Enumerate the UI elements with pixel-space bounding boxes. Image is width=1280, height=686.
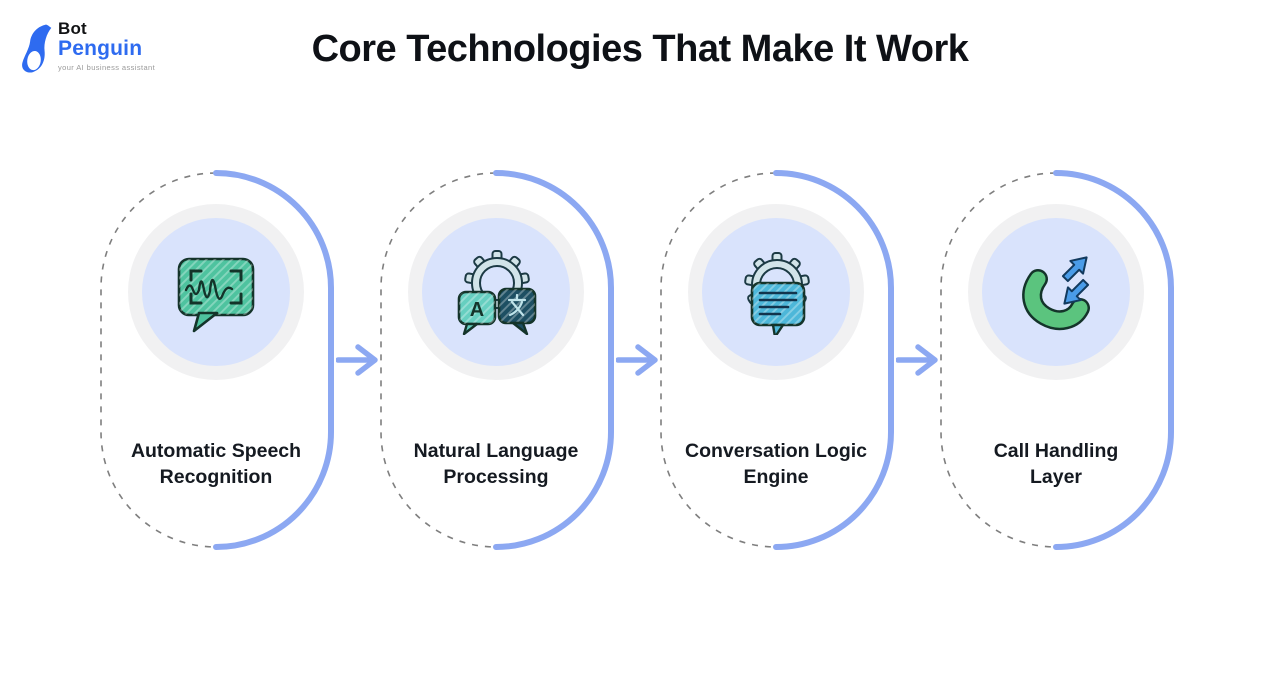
logo-tagline: your AI business assistant [58,63,156,72]
pill-border [940,170,1174,550]
icon-ring: A [408,204,584,380]
logo-text-penguin: Penguin [58,37,143,60]
phone-transfer-arrows-icon [1022,250,1094,331]
page-title: Core Technologies That Make It Work [311,28,969,70]
step-card-conversation-logic-engine: Conversation Logic Engine [658,170,894,550]
flow-arrow-icon [616,344,658,376]
logo-text-bot: Bot [58,19,87,38]
pill-border [380,170,614,550]
pill-border [100,170,334,550]
language-gear-bubbles-icon: A [457,250,537,335]
speech-waveform-icon [177,257,255,333]
icon-ring [688,204,864,380]
step-label: Automatic Speech Recognition [130,440,302,488]
step-card-call-handling-layer: Call Handling Layer [938,170,1174,550]
pill-border [660,170,894,550]
icon-circle [702,218,850,366]
icon-ring [968,204,1144,380]
gear-chat-icon [743,252,811,335]
flow-arrow-icon [336,344,378,376]
step-label: Call Handling Layer [993,440,1119,488]
icon-circle [142,218,290,366]
penguin-icon [22,24,52,73]
step-card-natural-language-processing: A Natural Language Processing [378,170,614,550]
step-label: Natural Language Processing [413,440,579,488]
svg-text:A: A [470,299,484,321]
icon-circle [982,218,1130,366]
step-label: Conversation Logic Engine [684,440,868,488]
botpenguin-logo: Bot Penguin your AI business assistant [14,20,164,74]
flow-arrow-icon [896,344,938,376]
step-card-automatic-speech-recognition: Automatic Speech Recognition [98,170,334,550]
icon-circle: A [422,218,570,366]
icon-ring [128,204,304,380]
